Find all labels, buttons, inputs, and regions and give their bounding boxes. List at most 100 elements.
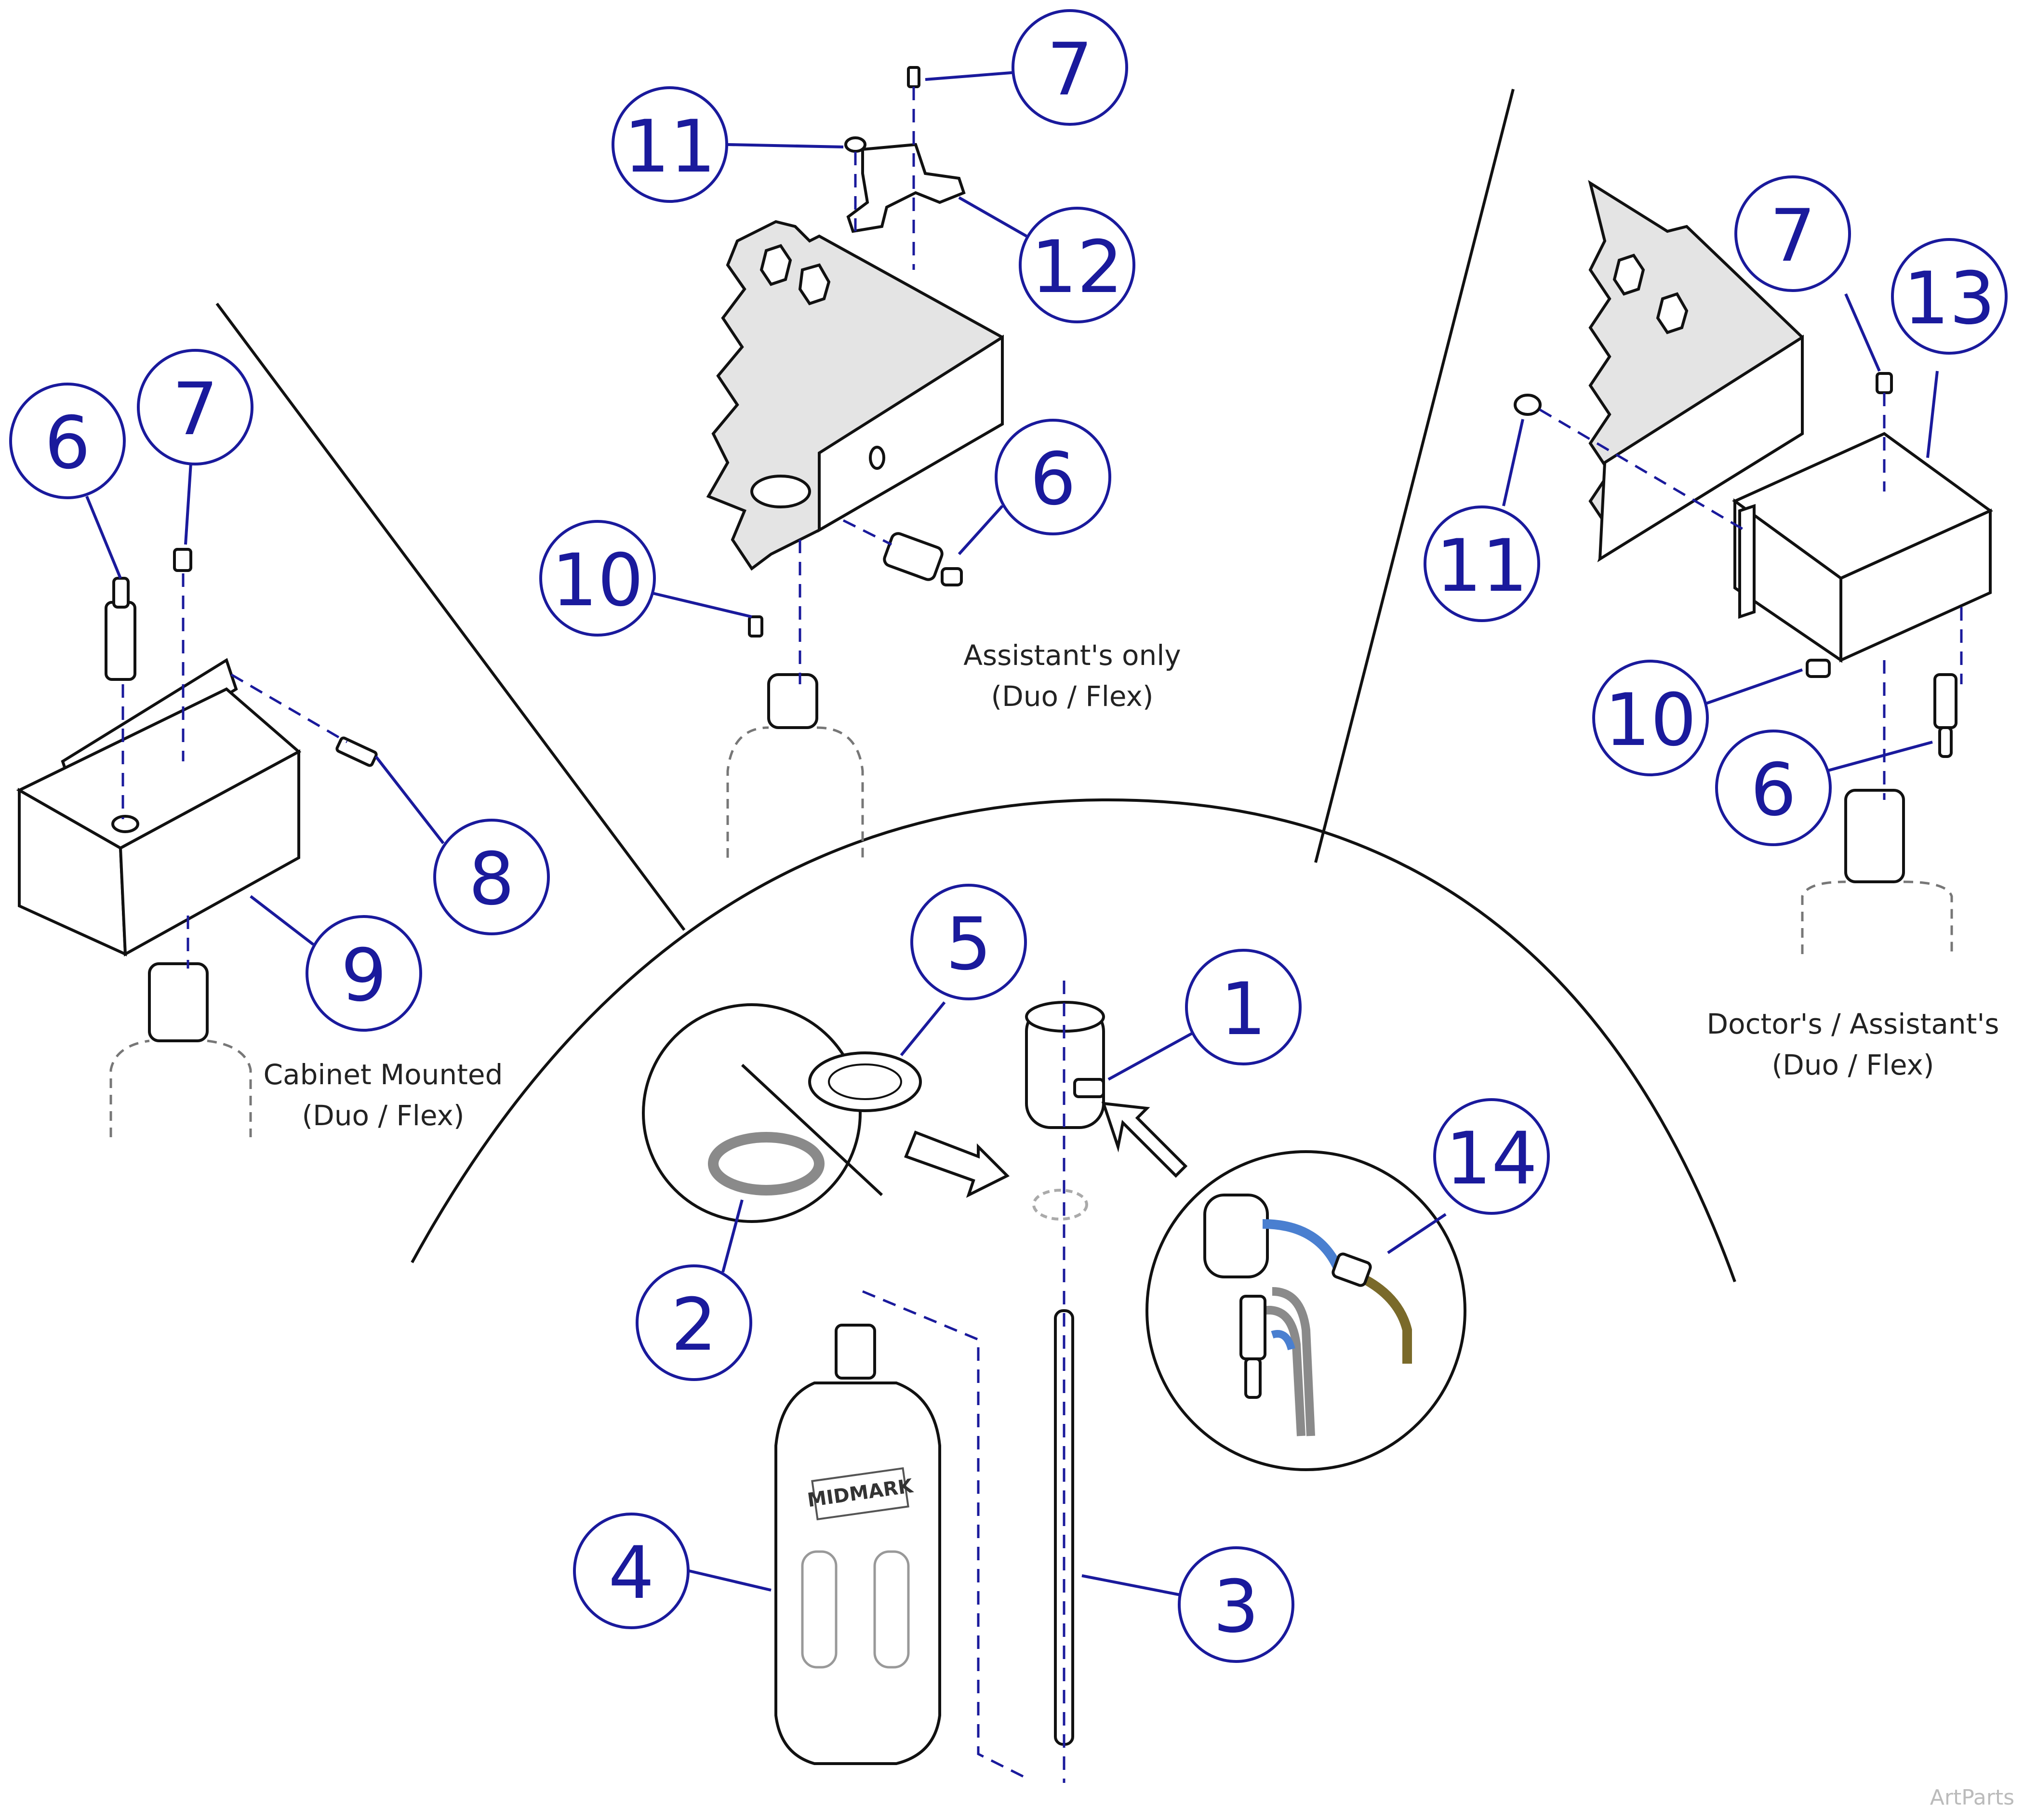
assistant-bottle-cap bbox=[767, 673, 818, 729]
callout-11-top: 11 bbox=[612, 86, 728, 203]
wire-detail-arrow bbox=[1101, 1102, 1188, 1178]
callout-label: 8 bbox=[468, 837, 514, 921]
callout-label: 6 bbox=[1030, 438, 1076, 521]
callout-13: 13 bbox=[1891, 238, 2008, 355]
caption-assistant-line2: (Duo / Flex) bbox=[991, 680, 1153, 713]
cabinet-bottle-outline bbox=[109, 1039, 252, 1137]
callout-label: 10 bbox=[552, 539, 644, 623]
callout-8: 8 bbox=[433, 819, 550, 935]
leader-lines bbox=[85, 71, 1939, 1596]
divider-arc bbox=[411, 798, 1736, 1283]
callout-7-top: 7 bbox=[1012, 9, 1128, 126]
assistant-hole-large bbox=[750, 475, 811, 508]
wire-tube-grey-2 bbox=[1262, 1305, 1305, 1436]
callout-label: 7 bbox=[1770, 194, 1815, 278]
callout-label: 5 bbox=[945, 903, 991, 986]
assistant-bottle-outline bbox=[726, 726, 864, 858]
callout-label: 9 bbox=[341, 934, 386, 1018]
callout-6-left: 6 bbox=[9, 383, 126, 499]
wire-connector bbox=[1332, 1252, 1372, 1287]
caption-doctor-line2: (Duo / Flex) bbox=[1771, 1049, 1934, 1081]
part-6-switch-right-lever bbox=[1938, 726, 1953, 758]
part-9-box-side bbox=[119, 749, 300, 956]
callout-label: 2 bbox=[671, 1283, 717, 1367]
part-11-nut-right bbox=[1514, 394, 1542, 416]
callout-5: 5 bbox=[910, 884, 1027, 1000]
callout-label: 7 bbox=[1047, 28, 1092, 112]
callout-7-left: 7 bbox=[137, 349, 253, 465]
callout-label: 11 bbox=[1436, 524, 1528, 608]
part-1-fitting bbox=[1073, 1078, 1105, 1098]
part-11-nut-top bbox=[844, 136, 866, 153]
assistant-slot-2 bbox=[798, 263, 831, 306]
callout-10-right: 10 bbox=[1592, 660, 1709, 776]
wire-tube-blue-2 bbox=[1271, 1330, 1295, 1351]
callout-label: 3 bbox=[1213, 1565, 1259, 1649]
caption-doctor-line1: Doctor's / Assistant's bbox=[1706, 1008, 1999, 1040]
callout-label: 13 bbox=[1904, 257, 1996, 341]
wire-tube-blue bbox=[1262, 1219, 1345, 1274]
assistant-slot-1 bbox=[759, 244, 792, 286]
doctor-mount-assembly bbox=[1514, 180, 1993, 954]
doctor-slot-1 bbox=[1612, 253, 1645, 296]
part-4-bottle-grip-left bbox=[801, 1550, 838, 1669]
caption-cabinet-line1: Cabinet Mounted bbox=[264, 1058, 503, 1091]
part-4-bottle-label bbox=[811, 1467, 909, 1521]
callout-1: 1 bbox=[1185, 949, 1302, 1065]
part-7-screw-left bbox=[173, 548, 192, 572]
part-9-hole bbox=[111, 815, 139, 833]
callout-10-mid: 10 bbox=[539, 520, 656, 637]
part-2-gasket bbox=[708, 1132, 825, 1196]
callout-9: 9 bbox=[306, 915, 422, 1032]
part-12-bracket bbox=[846, 143, 966, 233]
callout-14: 14 bbox=[1433, 1098, 1550, 1215]
callout-3: 3 bbox=[1178, 1546, 1294, 1663]
watermark: ArtParts bbox=[1930, 1785, 2014, 1810]
callout-label: 11 bbox=[624, 105, 716, 189]
cabinet-bottle-cap bbox=[148, 962, 209, 1042]
part-4-bottle-neck bbox=[835, 1324, 876, 1380]
tube-gasket bbox=[1032, 1189, 1088, 1221]
caption-cabinet-line2: (Duo / Flex) bbox=[302, 1099, 464, 1132]
wire-detail-cap bbox=[1203, 1194, 1269, 1278]
gasket-detail-divider bbox=[741, 1063, 883, 1196]
callout-label: 6 bbox=[1750, 748, 1796, 832]
wire-tube-grey-1 bbox=[1272, 1287, 1315, 1436]
gasket-detail-arrow bbox=[904, 1130, 1010, 1198]
callout-label: 10 bbox=[1605, 678, 1697, 762]
bottle-shadow-lines bbox=[862, 1290, 1027, 1780]
callout-label: 12 bbox=[1031, 226, 1123, 309]
part-10-screw-right bbox=[1806, 659, 1831, 678]
doctor-axis-2 bbox=[1539, 408, 1745, 531]
callout-label: 7 bbox=[172, 368, 218, 452]
part-10-screw-mid bbox=[748, 615, 763, 638]
part-13-flange bbox=[1738, 504, 1756, 619]
doctor-sheet-face bbox=[1598, 334, 1804, 562]
assistant-axis-4 bbox=[842, 519, 892, 546]
callout-2: 2 bbox=[636, 1264, 752, 1381]
part-13-box-side bbox=[1839, 508, 1992, 663]
wire-detail-switch-lever bbox=[1244, 1357, 1262, 1399]
cabinet-axis-4 bbox=[230, 673, 348, 744]
doctor-slot-2 bbox=[1656, 292, 1689, 334]
callout-12: 12 bbox=[1019, 207, 1135, 323]
part-7-screw-top bbox=[907, 66, 920, 88]
part-4-bottle-body bbox=[774, 1382, 941, 1765]
part-6-switch-mid bbox=[883, 532, 944, 581]
callout-label: 6 bbox=[44, 401, 90, 485]
part-6-switch-mid-lever bbox=[941, 567, 963, 586]
bottle-assembly: MIDMARK bbox=[642, 981, 1466, 1783]
callout-6-mid: 6 bbox=[995, 419, 1111, 535]
callout-label: 4 bbox=[608, 1531, 654, 1615]
divider-left bbox=[215, 303, 686, 931]
part-6-switch-left bbox=[105, 601, 136, 681]
callout-label: 14 bbox=[1446, 1117, 1538, 1201]
part-4-bottle-grip-right bbox=[873, 1550, 910, 1669]
callout-7-right: 7 bbox=[1734, 175, 1851, 292]
part-7-screw-right bbox=[1876, 372, 1893, 394]
part-8-screw bbox=[335, 736, 378, 767]
doctor-bottle-cap bbox=[1844, 789, 1905, 883]
assistant-hole-small bbox=[869, 446, 885, 470]
